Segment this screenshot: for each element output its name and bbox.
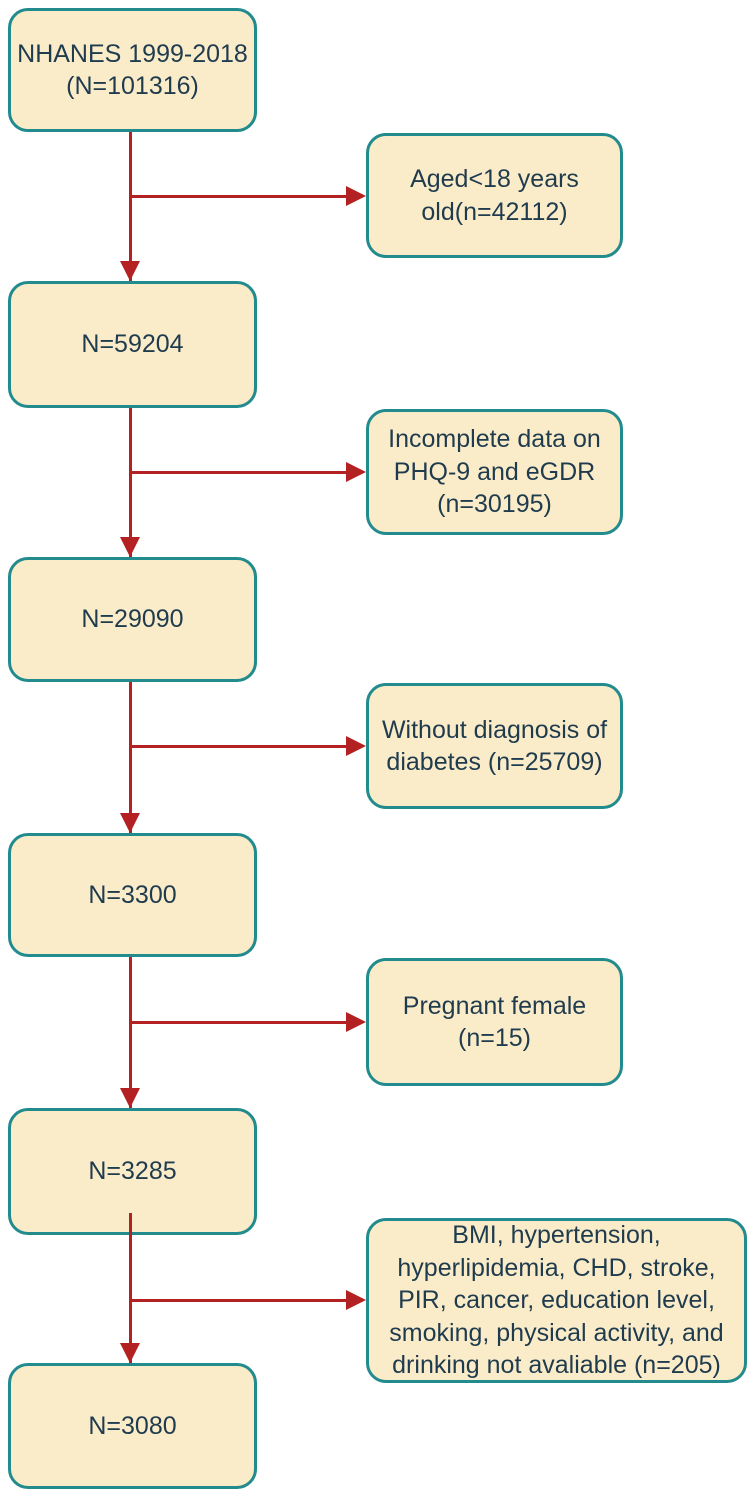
box-n-3300: N=3300	[8, 833, 257, 957]
box-excluded-missing-covariates: BMI, hypertension, hyperlipidemia, CHD, …	[366, 1218, 747, 1383]
box-n-59204: N=59204	[8, 281, 257, 408]
arrow-head-right-3	[346, 736, 366, 756]
box-excluded-pregnant: Pregnant female (n=15)	[366, 958, 623, 1086]
arrow-head-right-4	[346, 1012, 366, 1032]
arrow-head-right-5	[346, 1290, 366, 1310]
arrow-head-down-3	[120, 813, 140, 833]
arrow-head-down-1	[120, 261, 140, 281]
arrow-line-right-2	[130, 471, 348, 474]
box-n-3285: N=3285	[8, 1108, 257, 1235]
box-excluded-no-diabetes: Without diagnosis of diabetes (n=25709)	[366, 683, 623, 809]
arrow-line-right-4	[130, 1021, 348, 1024]
arrow-line-down-4	[129, 957, 132, 1108]
box-n-29090: N=29090	[8, 557, 257, 682]
arrow-head-down-2	[120, 537, 140, 557]
arrow-head-right-1	[346, 186, 366, 206]
box-excluded-incomplete-data: Incomplete data on PHQ-9 and eGDR (n=301…	[366, 409, 623, 535]
arrow-line-right-5	[130, 1299, 348, 1302]
box-nhanes-1999-2018: NHANES 1999-2018 (N=101316)	[8, 8, 257, 132]
box-n-3080: N=3080	[8, 1363, 257, 1489]
arrow-line-down-1	[129, 132, 132, 281]
arrow-line-right-3	[130, 745, 348, 748]
arrow-head-right-2	[346, 462, 366, 482]
box-excluded-age-under-18: Aged<18 years old(n=42112)	[366, 133, 623, 258]
arrow-head-down-5	[120, 1343, 140, 1363]
arrow-line-right-1	[130, 195, 348, 198]
arrow-head-down-4	[120, 1088, 140, 1108]
arrow-line-down-5	[129, 1213, 132, 1363]
arrow-line-down-3	[129, 682, 132, 833]
arrow-line-down-2	[129, 408, 132, 557]
